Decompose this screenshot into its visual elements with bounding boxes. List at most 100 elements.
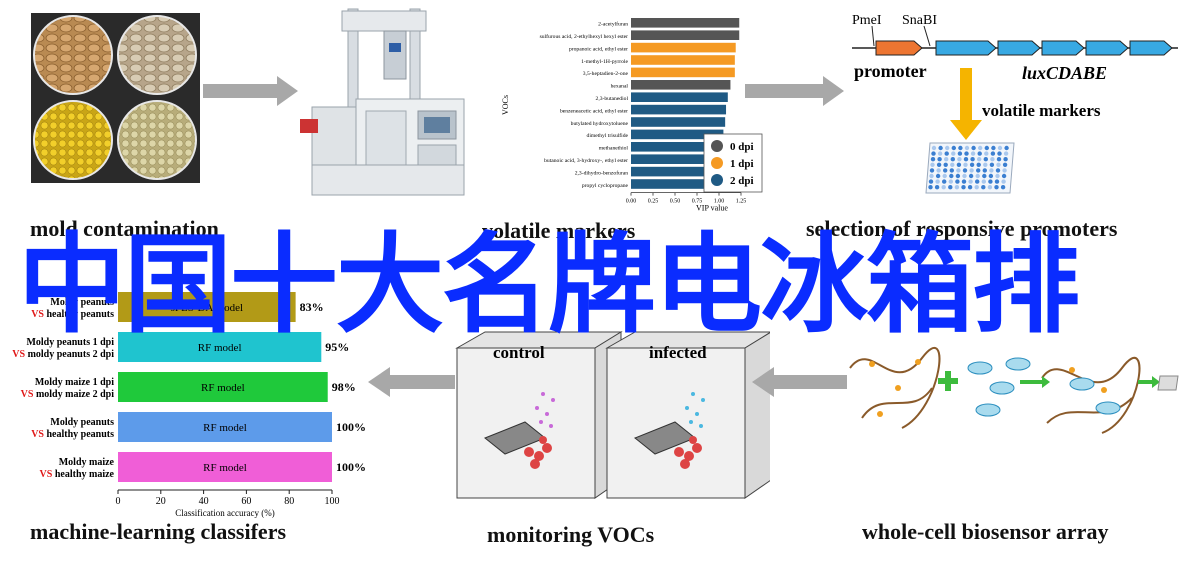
genes-label: luxCDABE	[1022, 63, 1107, 83]
accuracy-bar-value: 100%	[336, 420, 366, 434]
vip-bar-label: dimethyl trisulfide	[587, 132, 629, 139]
accuracy-tick-label: 80	[284, 496, 294, 507]
site-pmei: PmeI	[852, 13, 882, 28]
vip-bar-label: 2-acetylfuran	[598, 21, 628, 28]
vip-tick-label: 0.25	[648, 199, 659, 205]
accuracy-bar	[118, 372, 328, 402]
label-ml-classifiers: machine-learning classifers	[30, 519, 287, 544]
vip-legend-marker	[711, 174, 723, 186]
accuracy-bar-value: 98%	[332, 380, 356, 394]
label-selection-promoters: selection of responsive promoters	[806, 216, 1118, 241]
promoter-construct-diagram: PmeI SnaBI promoter luxCDABE volatile ma…	[852, 13, 1178, 140]
accuracy-bar-model: RF model	[198, 342, 242, 354]
vip-tick-label: 0.00	[626, 199, 637, 205]
vip-bar	[631, 55, 735, 65]
accuracy-bar-value: 100%	[336, 460, 366, 474]
accuracy-row-compare: VS healthy peanuts	[31, 429, 114, 440]
control-chamber: control	[455, 331, 623, 499]
microplate-icon	[925, 142, 1015, 194]
vip-bar	[631, 129, 724, 140]
vip-bar-label: benzeneacetic acid, ethyl ester	[560, 108, 628, 114]
accuracy-bar-model: RF model	[201, 382, 245, 394]
accuracy-bar-model: RF model	[203, 462, 247, 474]
vip-legend-label: 0 dpi	[730, 141, 754, 153]
vip-bar	[631, 92, 728, 102]
vip-axis-xlabel: VIP value	[696, 204, 728, 213]
vip-bar-label: butanoic acid, 3-hydroxy-, ethyl ester	[544, 158, 628, 164]
vip-bar	[631, 30, 740, 40]
accuracy-tick-label: 100	[325, 496, 340, 507]
arrow-right-icon	[203, 76, 298, 106]
vip-bar-chart: 2-acetylfuran sulfurous acid, 2-ethylhexy…	[501, 18, 763, 213]
biosensor-array-illustration	[849, 347, 1179, 434]
accuracy-row-compare: VS moldy peanuts 2 dpi	[12, 349, 114, 360]
vip-bar-label: 3,5-heptadien-2-one	[583, 71, 629, 77]
vip-bar	[631, 142, 723, 152]
petri-dishes-illustration	[33, 15, 197, 180]
vip-bar	[631, 166, 713, 177]
arrow-right-icon	[745, 76, 844, 106]
promoter-label: promoter	[854, 61, 927, 81]
accuracy-tick-label: 60	[241, 496, 251, 507]
vip-bar-label: propyl cyclopropane	[582, 183, 629, 189]
accuracy-row-label: Moldy maize 1 dpi	[35, 377, 114, 388]
vip-axis-ylabel: VOCs	[501, 95, 510, 115]
chamber-control-label: control	[493, 343, 545, 362]
vip-legend-marker	[711, 140, 723, 152]
overlay-banner-text: 中国十大名牌电冰箱排	[18, 223, 1080, 348]
vip-bar	[631, 104, 727, 115]
vip-bar	[631, 42, 736, 53]
vip-legend-label: 1 dpi	[730, 158, 754, 170]
vip-bar	[631, 154, 720, 164]
promoter-arrow	[875, 40, 923, 56]
vip-bar-label: sulfurous acid, 2-ethylhexyl hexyl ester	[540, 33, 629, 40]
arrow-left-icon	[752, 367, 847, 397]
accuracy-row-compare: VS healthy peanuts	[31, 309, 114, 320]
voc-chambers-illustration: control infected	[455, 331, 770, 499]
vip-bar-label: 1-methyl-1H-pyrrole	[581, 59, 628, 65]
vip-bar-label: 2,3-butanediol	[596, 96, 629, 102]
vip-bar-label: methanethiol	[599, 146, 629, 152]
accuracy-row-label: Moldy peanuts 1 dpi	[26, 337, 114, 348]
vip-legend-label: 2 dpi	[730, 175, 754, 187]
accuracy-bar-value: 95%	[325, 340, 349, 354]
accuracy-bar	[118, 412, 332, 442]
accuracy-bar-model: sPLS-DA model	[171, 302, 243, 314]
vip-legend-marker	[711, 157, 723, 169]
accuracy-tick-label: 40	[199, 496, 209, 507]
accuracy-row-compare: VS moldy maize 2 dpi	[21, 389, 115, 400]
vip-bar	[631, 179, 712, 189]
vip-legend: 0 dpi 1 dpi 2 dpi	[703, 133, 763, 193]
accuracy-row-label: Moldy maize	[59, 457, 115, 468]
label-biosensor-array: whole-cell biosensor array	[862, 519, 1109, 544]
accuracy-axis-xlabel: Classification accuracy (%)	[175, 508, 274, 518]
vip-bar-label: propanoic acid, ethyl ester	[569, 46, 628, 52]
site-snabi: SnaBI	[902, 13, 937, 28]
accuracy-bar	[118, 292, 296, 322]
vip-bar	[631, 18, 740, 28]
vip-bar-label: 2,3-dihydro-benzofuran	[575, 169, 628, 176]
accuracy-bar	[118, 452, 332, 482]
accuracy-tick-label: 20	[156, 496, 166, 507]
vip-bar-label: butylated hydroxytoluene	[571, 121, 629, 127]
label-volatile-markers: volatile markers	[482, 218, 636, 243]
accuracy-row-label: Moldy peanuts	[50, 417, 114, 428]
vip-bar	[631, 117, 726, 127]
accuracy-tick-label: 0	[116, 496, 121, 507]
vip-tick-label: 0.50	[670, 199, 681, 205]
accuracy-row-label: Moldy peanuts	[50, 297, 114, 308]
gc-ms-instrument-illustration	[300, 8, 465, 196]
vip-bar	[631, 67, 735, 78]
vip-tick-label: 1.25	[736, 199, 747, 205]
infected-chamber: infected	[605, 331, 770, 499]
markers-label: volatile markers	[982, 101, 1101, 120]
accuracy-bar-model: RF model	[203, 422, 247, 434]
accuracy-row-compare: VS healthy maize	[40, 469, 115, 480]
label-monitoring-vocs: monitoring VOCs	[487, 522, 655, 547]
vip-tick-label: 0.75	[692, 199, 703, 205]
accuracy-bar-value: 83%	[300, 300, 324, 314]
vip-bar	[631, 80, 731, 90]
label-mold-contamination: mold contamination	[30, 216, 219, 241]
vip-tick-label: 1.00	[714, 199, 725, 205]
